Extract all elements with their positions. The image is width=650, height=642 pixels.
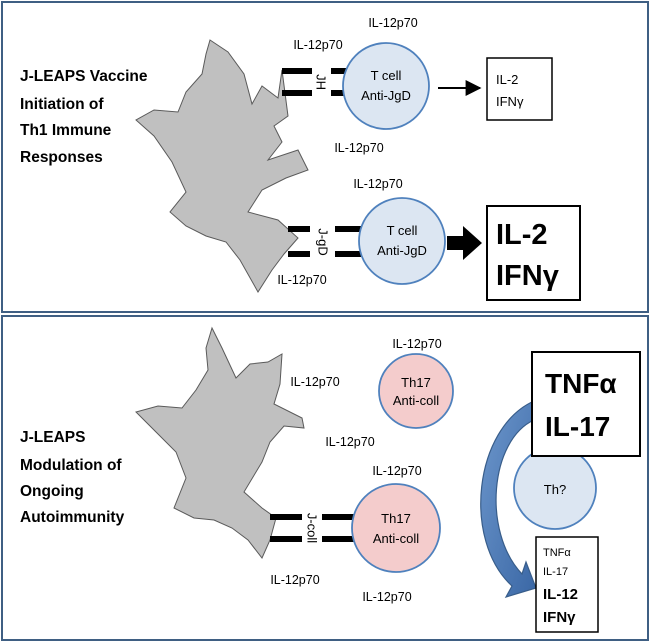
- jh-label: JH: [314, 74, 329, 90]
- th17-upper-line-2: Anti-coll: [393, 393, 439, 408]
- output-box-large-top: IL-2 IFNγ: [486, 205, 581, 301]
- top-panel-title: J-LEAPS Vaccine Initiation of Th1 Immune…: [20, 68, 148, 166]
- dendritic-cell-bottom: [135, 326, 305, 559]
- il12-label: IL-12p70: [290, 375, 339, 389]
- th-unknown-label: Th?: [544, 482, 566, 497]
- il12-label: IL-12p70: [334, 141, 383, 155]
- output-box-small-top: IL-2 IFNγ: [486, 57, 553, 121]
- output-line: IFNγ: [496, 94, 524, 109]
- il12-label: IL-12p70: [353, 177, 402, 191]
- il12-label: IL-12p70: [325, 435, 374, 449]
- link-bar: [282, 68, 312, 74]
- output-line: IL-12: [543, 586, 578, 603]
- top-panel-border: [1, 1, 649, 313]
- t-cell-upper: T cell Anti-JgD: [342, 42, 430, 130]
- t-cell-upper-line-1: T cell: [371, 68, 402, 83]
- output-line: IFNγ: [543, 609, 576, 626]
- output-box-small-bottom: TNFα IL-17 IL-12 IFNγ: [535, 536, 599, 633]
- il12-label: IL-12p70: [372, 464, 421, 478]
- top-title-line-1: J-LEAPS Vaccine: [20, 68, 148, 85]
- bottom-panel-border: [1, 315, 649, 641]
- jcoll-label: J-coll: [305, 513, 320, 543]
- dendritic-cell-top: [135, 39, 309, 293]
- link-bar: [288, 251, 310, 257]
- t-cell-lower: T cell Anti-JgD: [358, 197, 446, 285]
- il12-label: IL-12p70: [392, 337, 441, 351]
- bottom-panel-title: J-LEAPS Modulation of Ongoing Autoimmuni…: [20, 429, 125, 526]
- link-bar: [282, 90, 312, 96]
- link-bar: [322, 514, 354, 520]
- bottom-title-line-4: Autoimmunity: [20, 509, 125, 526]
- output-line: TNFα: [543, 547, 571, 559]
- top-title-line-3: Th1 Immune: [20, 122, 112, 139]
- link-bar: [331, 68, 347, 74]
- link-bar: [335, 226, 361, 232]
- top-title-line-4: Responses: [20, 149, 103, 166]
- il12-label: IL-12p70: [293, 38, 342, 52]
- output-box-large-bottom: TNFα IL-17: [531, 351, 641, 457]
- t-cell-lower-line-2: Anti-JgD: [377, 243, 427, 258]
- il12-label: IL-12p70: [277, 273, 326, 287]
- link-bar: [270, 514, 302, 520]
- top-title-line-2: Initiation of: [20, 96, 104, 113]
- th17-cell-lower: Th17 Anti-coll: [351, 483, 441, 573]
- arrow-lower: [447, 226, 482, 260]
- output-line: IL-17: [545, 411, 610, 442]
- output-line: IL-2: [496, 219, 548, 251]
- output-line: IFNγ: [496, 260, 560, 292]
- link-bar: [335, 251, 361, 257]
- link-bar: [288, 226, 310, 232]
- th17-lower-line-2: Anti-coll: [373, 531, 419, 546]
- il12-label: IL-12p70: [362, 590, 411, 604]
- link-bar: [270, 536, 302, 542]
- th17-lower-line-1: Th17: [381, 511, 411, 526]
- link-bar: [322, 536, 354, 542]
- bottom-title-line-3: Ongoing: [20, 483, 84, 500]
- jgd-label: J-gD: [316, 228, 331, 255]
- t-cell-lower-line-1: T cell: [387, 223, 418, 238]
- th17-cell-upper: Th17 Anti-coll: [378, 353, 454, 429]
- bottom-title-line-2: Modulation of: [20, 457, 122, 474]
- link-bar: [331, 90, 347, 96]
- th-unknown-cell: Th?: [513, 446, 597, 530]
- t-cell-upper-line-2: Anti-JgD: [361, 88, 411, 103]
- il12-label: IL-12p70: [368, 16, 417, 30]
- output-line: IL-2: [496, 72, 518, 87]
- output-line: IL-17: [543, 566, 568, 578]
- il12-label: IL-12p70: [270, 573, 319, 587]
- th17-upper-line-1: Th17: [401, 375, 431, 390]
- bottom-title-line-1: J-LEAPS: [20, 429, 85, 446]
- output-line: TNFα: [545, 368, 617, 399]
